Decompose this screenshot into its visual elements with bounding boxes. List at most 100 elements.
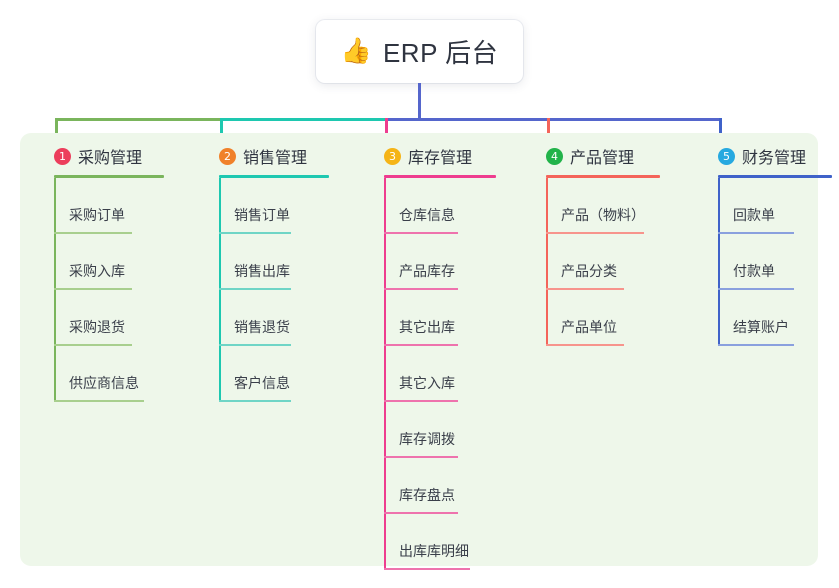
branch-leaf-item[interactable]: 销售出库 bbox=[201, 234, 349, 290]
bus-segment-2 bbox=[220, 118, 388, 121]
leaf-rule bbox=[384, 512, 458, 514]
leaf-label: 供应商信息 bbox=[69, 375, 139, 391]
leaf-rule bbox=[384, 344, 458, 346]
branch-title: 采购管理 bbox=[78, 150, 143, 167]
branch-header-5[interactable]: 5 财务管理 bbox=[700, 143, 830, 169]
branch-header-rule bbox=[219, 175, 329, 178]
branch-column-1: 1 采购管理采购订单采购入库采购退货供应商信息 bbox=[36, 143, 186, 402]
leaf-label: 出库库明细 bbox=[399, 543, 469, 559]
leaf-label: 仓库信息 bbox=[399, 207, 455, 223]
leaf-label: 库存调拨 bbox=[399, 431, 455, 447]
branch-number-badge: 1 bbox=[54, 147, 71, 165]
branch-column-4: 4 产品管理产品（物料） 产品分类产品单位 bbox=[528, 143, 678, 346]
branch-column-3: 3 库存管理仓库信息产品库存其它出库其它入库库存调拨库存盘点出库库明细 bbox=[366, 143, 516, 570]
branch-leaf-item[interactable]: 付款单 bbox=[700, 234, 830, 290]
leaf-rule bbox=[384, 400, 458, 402]
branch-number-badge: 4 bbox=[546, 147, 563, 165]
branch-title: 销售管理 bbox=[243, 150, 308, 167]
leaf-label: 产品分类 bbox=[561, 263, 617, 279]
leaf-label: 采购入库 bbox=[69, 263, 125, 279]
branch-header-3[interactable]: 3 库存管理 bbox=[366, 143, 516, 169]
root-node[interactable]: 👍 ERP 后台 bbox=[316, 20, 523, 83]
branch-title: 库存管理 bbox=[408, 150, 473, 167]
leaf-rule bbox=[546, 232, 644, 234]
branch-header-rule bbox=[54, 175, 164, 178]
branch-header-rule bbox=[384, 175, 496, 178]
leaf-label: 付款单 bbox=[733, 263, 775, 279]
branch-leaf-item[interactable]: 客户信息 bbox=[201, 346, 349, 402]
branch-spine bbox=[718, 178, 720, 346]
branch-leaf-item[interactable]: 其它出库 bbox=[366, 290, 516, 346]
leaf-label: 销售退货 bbox=[234, 319, 290, 335]
branch-number-badge: 5 bbox=[718, 147, 735, 165]
leaf-rule bbox=[718, 232, 794, 234]
leaf-label: 采购订单 bbox=[69, 207, 125, 223]
leaf-label: 产品（物料） bbox=[561, 207, 645, 223]
leaf-rule bbox=[219, 288, 291, 290]
branch-leaf-item[interactable]: 供应商信息 bbox=[36, 346, 186, 402]
branch-number-badge: 2 bbox=[219, 147, 236, 165]
bus-segment-1 bbox=[55, 118, 223, 121]
branch-leaf-item[interactable]: 采购订单 bbox=[36, 178, 186, 234]
branch-header-rule bbox=[718, 175, 832, 178]
branch-number-badge: 3 bbox=[384, 147, 401, 165]
branch-leaf-item[interactable]: 采购退货 bbox=[36, 290, 186, 346]
leaf-label: 产品库存 bbox=[399, 263, 455, 279]
leaf-label: 库存盘点 bbox=[399, 487, 455, 503]
branch-items: 采购订单采购入库采购退货供应商信息 bbox=[36, 178, 186, 402]
branch-header-1[interactable]: 1 采购管理 bbox=[36, 143, 186, 169]
branch-leaf-item[interactable]: 库存盘点 bbox=[366, 458, 516, 514]
branch-column-5: 5 财务管理回款单付款单结算账户 bbox=[700, 143, 832, 346]
leaf-label: 客户信息 bbox=[234, 375, 290, 391]
leaf-label: 其它出库 bbox=[399, 319, 455, 335]
branch-title: 财务管理 bbox=[742, 150, 807, 167]
branch-leaf-item[interactable]: 结算账户 bbox=[700, 290, 830, 346]
branch-items: 销售订单销售出库销售退货客户信息 bbox=[201, 178, 349, 402]
leaf-rule bbox=[546, 288, 624, 290]
leaf-rule bbox=[384, 232, 458, 234]
branch-leaf-item[interactable]: 产品单位 bbox=[528, 290, 678, 346]
leaf-rule bbox=[546, 344, 624, 346]
branch-items: 产品（物料） 产品分类产品单位 bbox=[528, 178, 678, 346]
root-stem-connector bbox=[418, 83, 421, 121]
branch-leaf-item[interactable]: 产品（物料） bbox=[528, 178, 678, 234]
branch-header-rule bbox=[546, 175, 660, 178]
branch-leaf-item[interactable]: 销售退货 bbox=[201, 290, 349, 346]
thumbs-up-icon: 👍 bbox=[340, 37, 372, 65]
branch-leaf-item[interactable]: 回款单 bbox=[700, 178, 830, 234]
leaf-rule bbox=[219, 344, 291, 346]
leaf-label: 结算账户 bbox=[733, 319, 789, 335]
branch-spine bbox=[546, 178, 548, 346]
branch-leaf-item[interactable]: 其它入库 bbox=[366, 346, 516, 402]
branch-spine bbox=[384, 178, 386, 570]
leaf-rule bbox=[54, 232, 132, 234]
leaf-rule bbox=[219, 232, 291, 234]
leaf-label: 产品单位 bbox=[561, 319, 617, 335]
leaf-rule bbox=[384, 568, 470, 570]
leaf-rule bbox=[384, 288, 458, 290]
diagram-panel bbox=[20, 133, 818, 566]
branch-leaf-item[interactable]: 出库库明细 bbox=[366, 514, 516, 570]
leaf-rule bbox=[718, 344, 794, 346]
branch-leaf-item[interactable]: 产品分类 bbox=[528, 234, 678, 290]
branch-leaf-item[interactable]: 采购入库 bbox=[36, 234, 186, 290]
leaf-rule bbox=[54, 400, 144, 402]
leaf-rule bbox=[384, 456, 458, 458]
leaf-label: 回款单 bbox=[733, 207, 775, 223]
branch-leaf-item[interactable]: 产品库存 bbox=[366, 234, 516, 290]
leaf-label: 采购退货 bbox=[69, 319, 125, 335]
branch-column-2: 2 销售管理销售订单销售出库销售退货客户信息 bbox=[201, 143, 349, 402]
leaf-label: 销售出库 bbox=[234, 263, 290, 279]
branch-header-4[interactable]: 4 产品管理 bbox=[528, 143, 678, 169]
branch-title: 产品管理 bbox=[570, 150, 635, 167]
branch-spine bbox=[54, 178, 56, 402]
leaf-rule bbox=[54, 288, 132, 290]
branch-leaf-item[interactable]: 仓库信息 bbox=[366, 178, 516, 234]
branch-leaf-item[interactable]: 库存调拨 bbox=[366, 402, 516, 458]
bus-segment-3 bbox=[385, 118, 722, 121]
branch-leaf-item[interactable]: 销售订单 bbox=[201, 178, 349, 234]
branch-items: 仓库信息产品库存其它出库其它入库库存调拨库存盘点出库库明细 bbox=[366, 178, 516, 570]
branch-spine bbox=[219, 178, 221, 402]
branch-header-2[interactable]: 2 销售管理 bbox=[201, 143, 349, 169]
root-label: ERP 后台 bbox=[382, 38, 499, 68]
